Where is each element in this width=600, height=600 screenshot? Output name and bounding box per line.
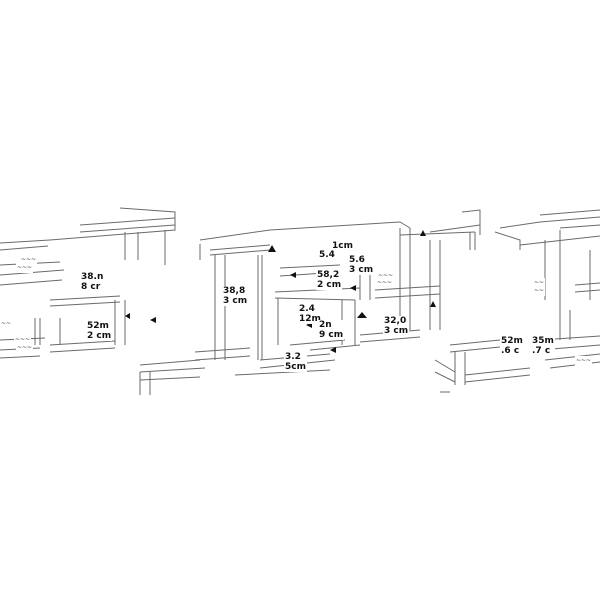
small-label: ~~~	[16, 263, 34, 273]
small-label: ~~~	[14, 335, 32, 345]
dimension-label: 35m.7 c	[531, 336, 555, 356]
dimension-label: 52m.6 c	[500, 336, 524, 356]
dimension-value: 38.n	[81, 272, 104, 282]
dimension-value: 5.6	[349, 255, 365, 265]
small-label: ~~~	[377, 271, 395, 281]
small-label: ~~~	[575, 356, 593, 366]
dimension-value: 52m	[501, 336, 523, 346]
small-label: ~~~	[376, 278, 394, 288]
small-label: ~~~	[20, 255, 38, 265]
dimension-value: 2.4	[299, 304, 315, 314]
small-label: ~~~	[16, 343, 34, 353]
dimension-value: 32,0	[384, 316, 407, 326]
dimension-unit: 12m	[299, 314, 321, 324]
dimension-value: 52m	[87, 321, 109, 331]
dimension-value: 58,2	[317, 270, 340, 280]
right-unit-top	[461, 209, 481, 235]
dimension-unit: .7 c	[532, 346, 551, 356]
dimension-unit: 3 cm	[223, 296, 248, 306]
small-label: ~~	[533, 278, 546, 288]
dimension-value: 2n	[319, 320, 332, 330]
dimension-label: 5.4	[318, 250, 336, 260]
dimension-unit: 2 cm	[317, 280, 342, 290]
dimension-value: 35m	[532, 336, 554, 346]
dimension-unit: 2 cm	[87, 331, 112, 341]
dimension-label: 1cm	[331, 241, 354, 251]
dimension-unit: 5cm	[285, 362, 306, 372]
left-unit-top	[0, 207, 176, 244]
dimension-unit: 9 cm	[319, 330, 344, 340]
dimension-unit: 8 cr	[81, 282, 101, 292]
dimension-unit: .6 c	[501, 346, 520, 356]
dimension-value: 1cm	[332, 241, 353, 251]
small-label: ~~	[0, 319, 13, 329]
dimension-value: 38,8	[223, 286, 246, 296]
dimension-value: 3.2	[285, 352, 301, 362]
dimension-value: 5.4	[319, 250, 335, 260]
dimension-unit: 3 cm	[349, 265, 374, 275]
small-label: ~~	[533, 286, 546, 296]
dimension-unit: 3 cm	[384, 326, 409, 336]
center-left-unit-top	[199, 221, 411, 241]
